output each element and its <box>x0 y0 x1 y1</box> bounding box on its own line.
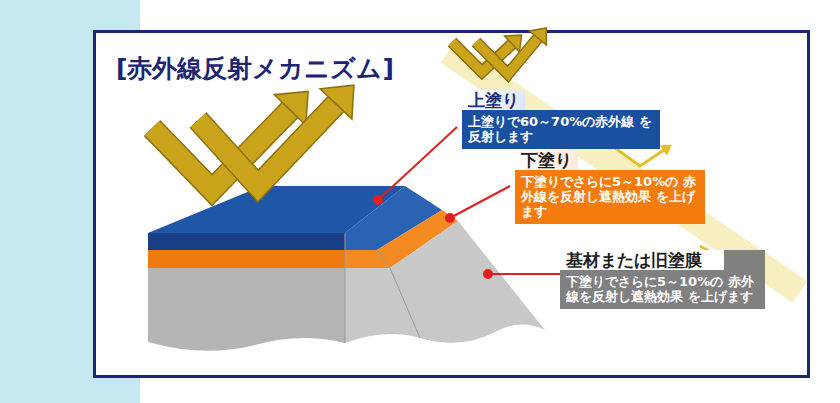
callout-box: 上塗り上塗りで60～70%の赤外線 を反射します <box>462 90 660 149</box>
callout-text: 上塗りで60～70%の赤外線 を反射します <box>462 110 660 149</box>
ray-arrow-head <box>320 85 354 119</box>
callout-heading: 上塗り <box>462 90 525 110</box>
thin-reflect-arrow-shaft <box>615 148 664 166</box>
ray-arrow <box>198 85 354 186</box>
light-beam <box>448 52 800 292</box>
base-bevel <box>345 221 545 343</box>
callout-box: 基材または旧塗膜下塗りでさらに5～10%の 赤外線を反射し遮熱効果 を上げます <box>560 250 765 309</box>
leader-line <box>488 273 564 275</box>
callout-text: 下塗りでさらに5～10%の 赤外線を反射し遮熱効果 を上げます <box>560 270 765 309</box>
callout-text: 下塗りでさらに5～10%の 赤外線を反射し遮熱効果 を上げます <box>515 170 705 224</box>
ray-arrow-outline <box>198 104 336 186</box>
thin-reflect-arrow-head <box>661 146 670 155</box>
callout-heading: 基材または旧塗膜 <box>560 250 765 270</box>
leader-line <box>378 127 457 200</box>
base-front <box>148 268 345 351</box>
reflect-arrow-head <box>504 35 521 52</box>
reflect-arrow-shaft <box>476 38 538 74</box>
callout-heading: 下塗り <box>515 150 578 170</box>
diagram-title: [赤外線反射メカニズム] <box>116 52 394 85</box>
ray-arrow-shaft <box>198 104 336 186</box>
top-coat-front <box>148 233 345 250</box>
reflect-arrow-head <box>530 28 547 45</box>
under-coat-front <box>148 250 345 268</box>
reflect-arrow-outline <box>476 38 538 74</box>
reflect-arrow <box>476 28 546 74</box>
ray-arrow-head <box>274 91 308 125</box>
callout-box: 下塗り下塗りでさらに5～10%の 赤外線を反射し遮熱効果 を上げます <box>515 150 705 224</box>
edge-lines <box>345 233 420 343</box>
leader-line <box>450 186 510 218</box>
